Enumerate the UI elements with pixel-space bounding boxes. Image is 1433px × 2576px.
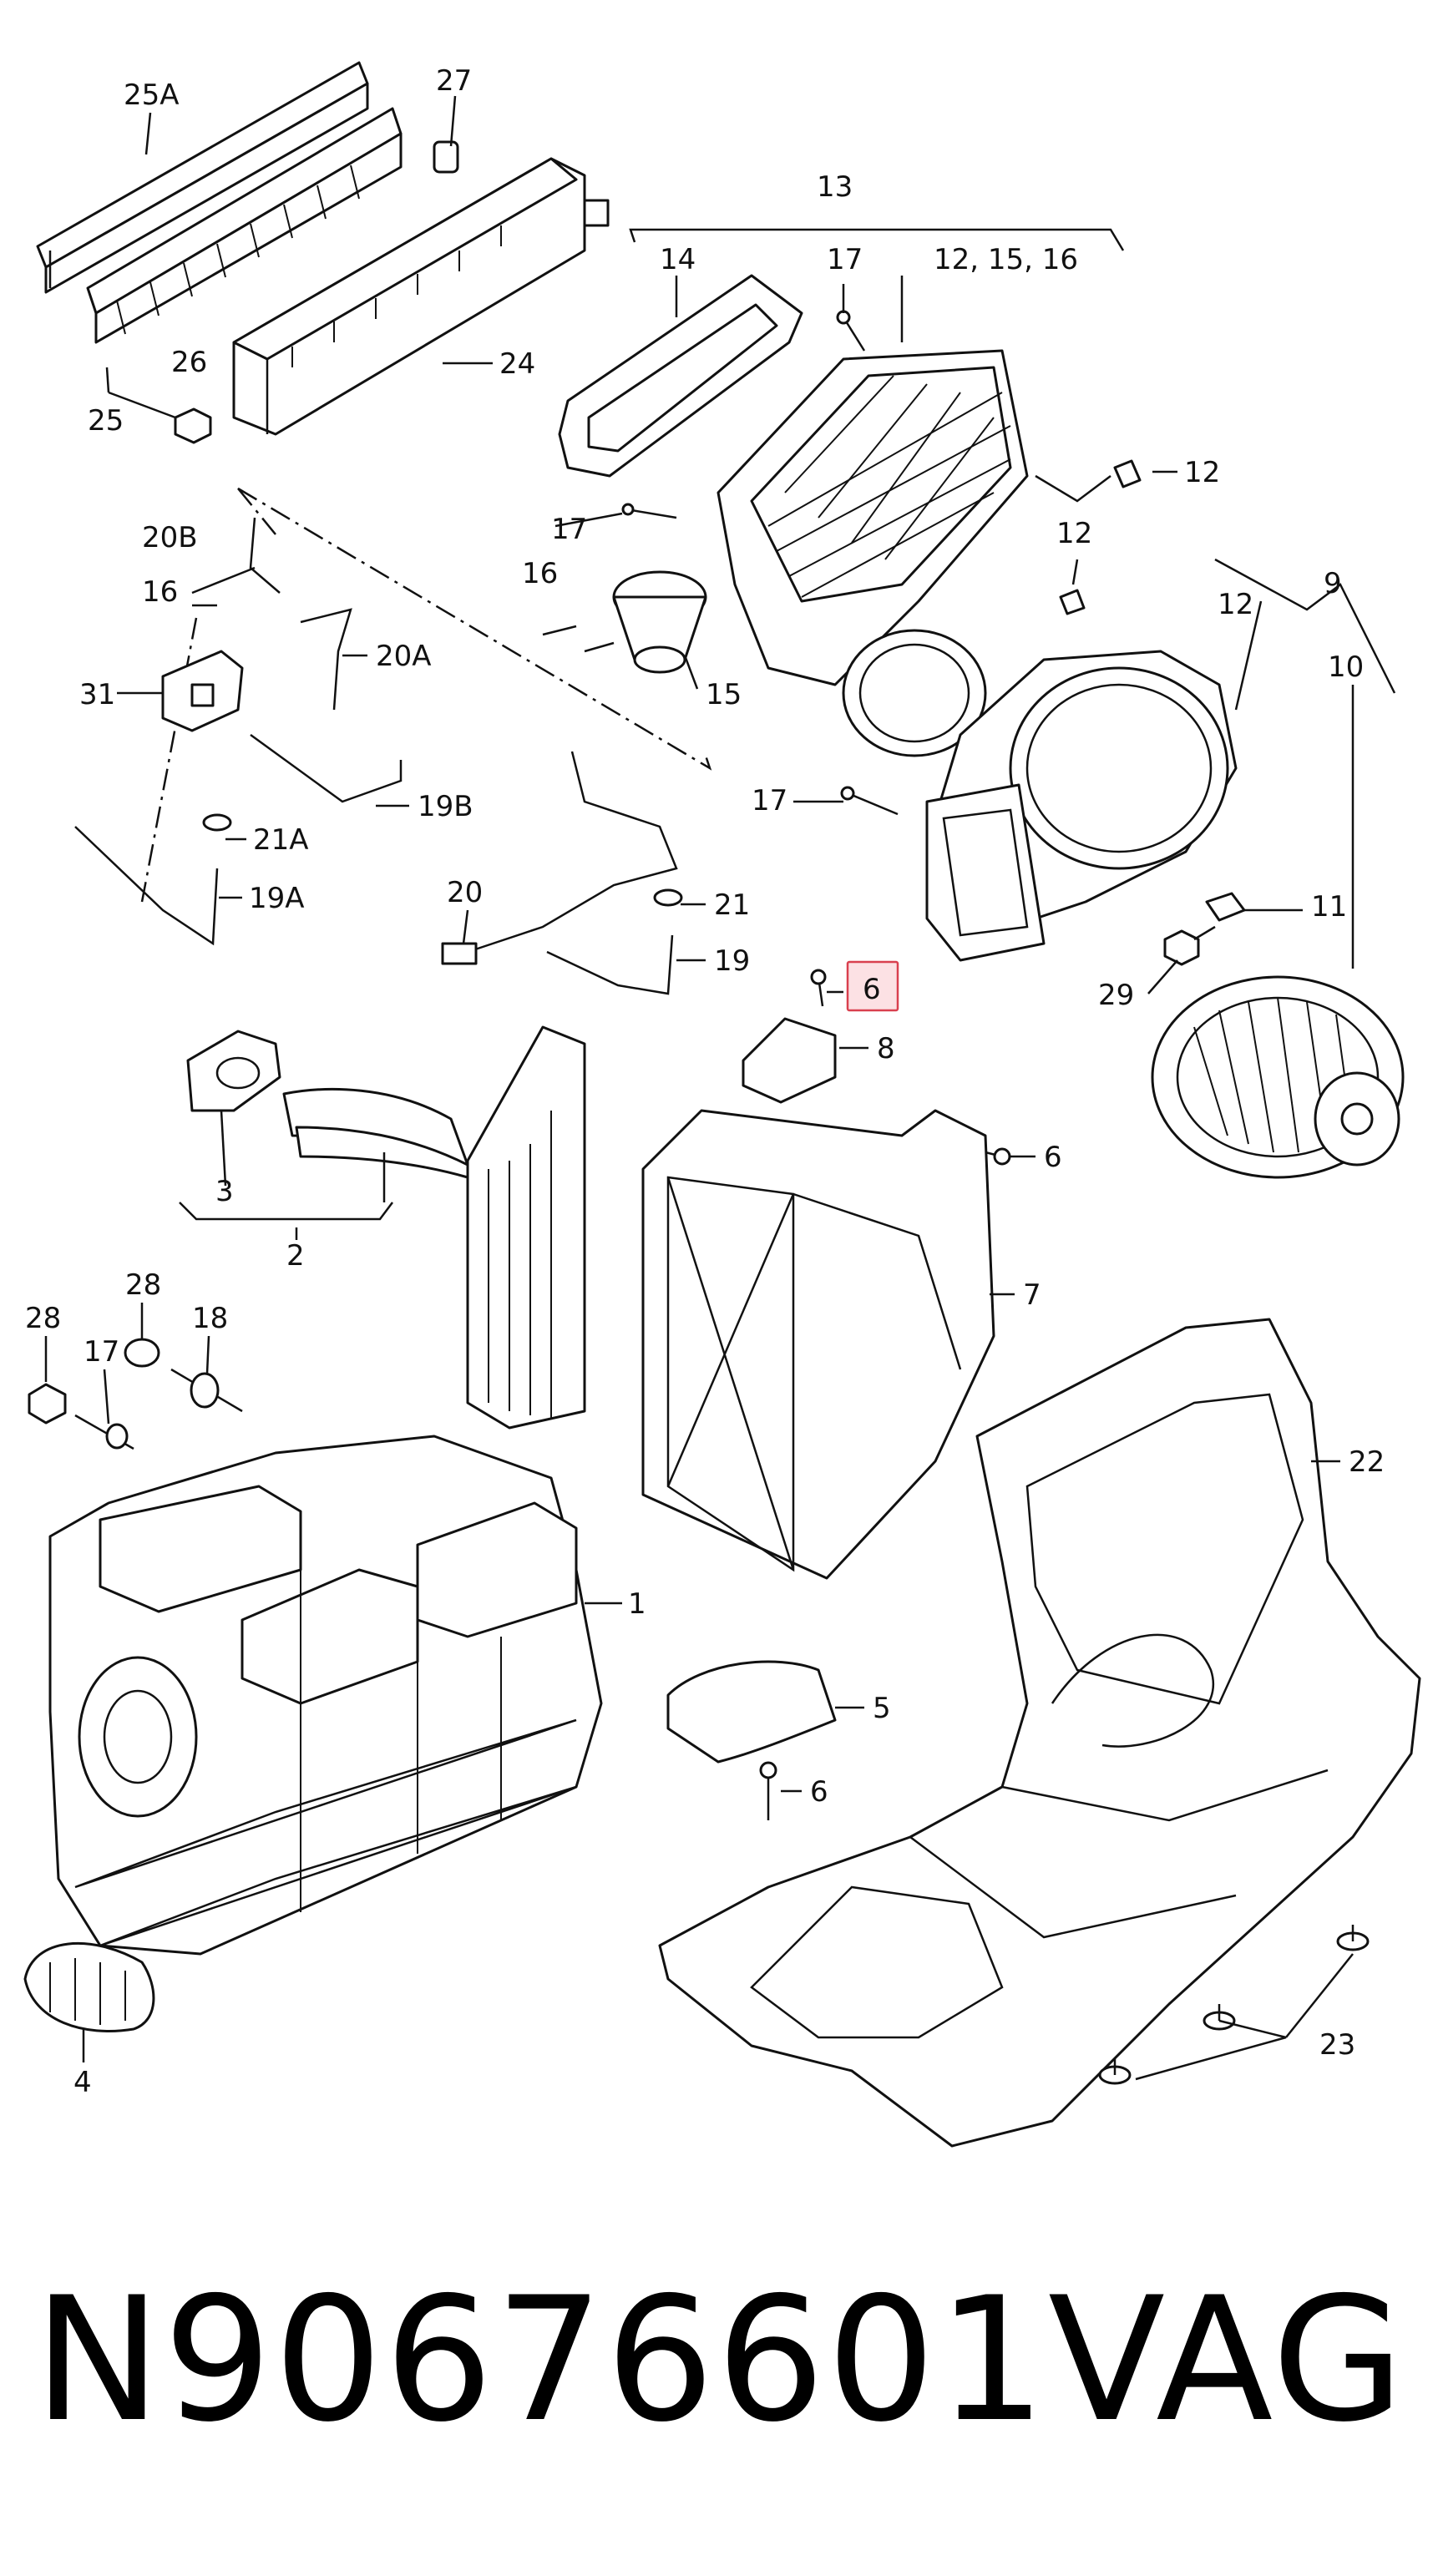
callout-7: 7 (1023, 1278, 1041, 1312)
cabin-filter-25a (36, 61, 369, 294)
brand-name: VAG (1048, 2261, 1406, 2460)
filter-housing-24 (232, 157, 610, 436)
callout-31: 31 (79, 678, 115, 711)
screw-17-side (840, 786, 899, 816)
highlighted-callout-box (846, 960, 899, 1012)
screw-17-upper (621, 503, 677, 519)
callout-29: 29 (1098, 979, 1134, 1012)
clip-23-a (1336, 1925, 1370, 1951)
screw-6-highlighted (810, 969, 827, 1007)
callout-9: 9 (1324, 567, 1342, 600)
screw-17-top (836, 310, 866, 352)
callout-16-lower: 16 (142, 575, 178, 609)
callout-12-15-16: 12, 15, 16 (934, 243, 1078, 276)
clip-23-b (1203, 2004, 1236, 2031)
grommet-21a (202, 813, 232, 832)
callout-12-upper: 12 (1184, 456, 1220, 489)
heater-housing-1 (48, 1435, 603, 1956)
callout-24: 24 (499, 347, 535, 381)
callout-21: 21 (714, 888, 750, 922)
callout-8: 8 (877, 1032, 895, 1065)
sensor-20 (441, 751, 678, 965)
screw-16 (542, 625, 615, 653)
sensor-20b (249, 517, 281, 594)
callout-2: 2 (286, 1239, 305, 1273)
callout-6-highlighted: 6 (863, 973, 881, 1006)
sensor-19a (74, 826, 219, 946)
exploded-parts-diagram: 25A 27 13 14 17 12, 15, 16 26 24 25 12 2… (23, 61, 1421, 2148)
callout-3: 3 (215, 1175, 234, 1208)
air-intake-housing-13 (716, 349, 1029, 757)
air-distribution-housing-7 (641, 1109, 995, 1580)
bolt-18 (170, 1368, 243, 1413)
clip-23-c (1098, 2058, 1132, 2085)
clip-12-top (1113, 459, 1142, 488)
sensor-20a (300, 608, 352, 711)
callout-12-mid: 12 (1056, 517, 1092, 550)
callout-6-lower: 6 (810, 1775, 828, 1809)
flap-8 (742, 1017, 837, 1104)
air-duct-5 (666, 1660, 837, 1764)
callout-6-right: 6 (1044, 1141, 1062, 1174)
sensor-19b (250, 733, 403, 803)
callout-25a: 25A (124, 78, 180, 112)
callout-17-side: 17 (752, 784, 787, 817)
seal-14 (558, 274, 803, 478)
callout-25: 25 (88, 404, 124, 438)
callout-23: 23 (1319, 2028, 1355, 2062)
callout-26: 26 (171, 346, 207, 379)
seal-3 (186, 1030, 281, 1112)
resistor-11 (1205, 892, 1246, 922)
callout-20b: 20B (142, 521, 198, 554)
air-duct-4 (23, 1941, 155, 2032)
leader-lines (44, 95, 1396, 2081)
callout-17-mid: 17 (551, 513, 587, 546)
callout-labels: 25A 27 13 14 17 12, 15, 16 26 24 25 12 2… (25, 64, 1385, 2099)
screw-29 (1163, 925, 1216, 966)
callout-17-lower: 17 (84, 1335, 119, 1369)
callout-15: 15 (706, 678, 742, 711)
callout-13: 13 (817, 170, 853, 204)
clip-12-mid (1059, 589, 1086, 615)
callout-27: 27 (436, 64, 472, 98)
callout-1: 1 (628, 1587, 646, 1621)
actuator-motor-15 (612, 570, 707, 674)
floor-duct-22 (658, 1318, 1421, 2148)
callout-18: 18 (192, 1302, 228, 1335)
grommet-21 (653, 888, 683, 907)
callout-22: 22 (1349, 1445, 1385, 1479)
callout-19b: 19B (418, 790, 473, 823)
callout-16-upper: 16 (522, 557, 558, 590)
bolt-17-lower (74, 1414, 134, 1450)
callout-21a: 21A (253, 823, 309, 857)
heater-core-pipes-2 (282, 1087, 469, 1179)
nut-26 (174, 407, 212, 444)
callout-14: 14 (660, 243, 696, 276)
screw-6-lower (759, 1761, 777, 1820)
callout-5: 5 (873, 1692, 891, 1725)
callout-11: 11 (1311, 890, 1347, 924)
part-number: N90676601 (33, 2261, 1048, 2460)
clip-27 (433, 140, 459, 174)
nut-28-right (124, 1338, 160, 1368)
cabin-filter-25 (86, 107, 403, 344)
sensor-19 (546, 934, 674, 995)
callout-19a: 19A (249, 882, 305, 915)
blower-housing-12 (925, 650, 1238, 962)
callout-28-right: 28 (125, 1268, 161, 1302)
callout-20: 20 (447, 876, 483, 909)
callout-17-top: 17 (827, 243, 863, 276)
callout-12-right: 12 (1218, 588, 1253, 621)
blower-motor-10 (1151, 975, 1405, 1179)
heat-exchanger-core (466, 1025, 586, 1430)
flap-motor-31 (161, 650, 244, 732)
callout-28-left: 28 (25, 1302, 61, 1335)
nut-28-left (28, 1383, 67, 1425)
callout-4: 4 (73, 2066, 92, 2099)
callout-10: 10 (1328, 650, 1364, 684)
callout-20a: 20A (376, 640, 432, 673)
callout-19: 19 (714, 944, 750, 978)
